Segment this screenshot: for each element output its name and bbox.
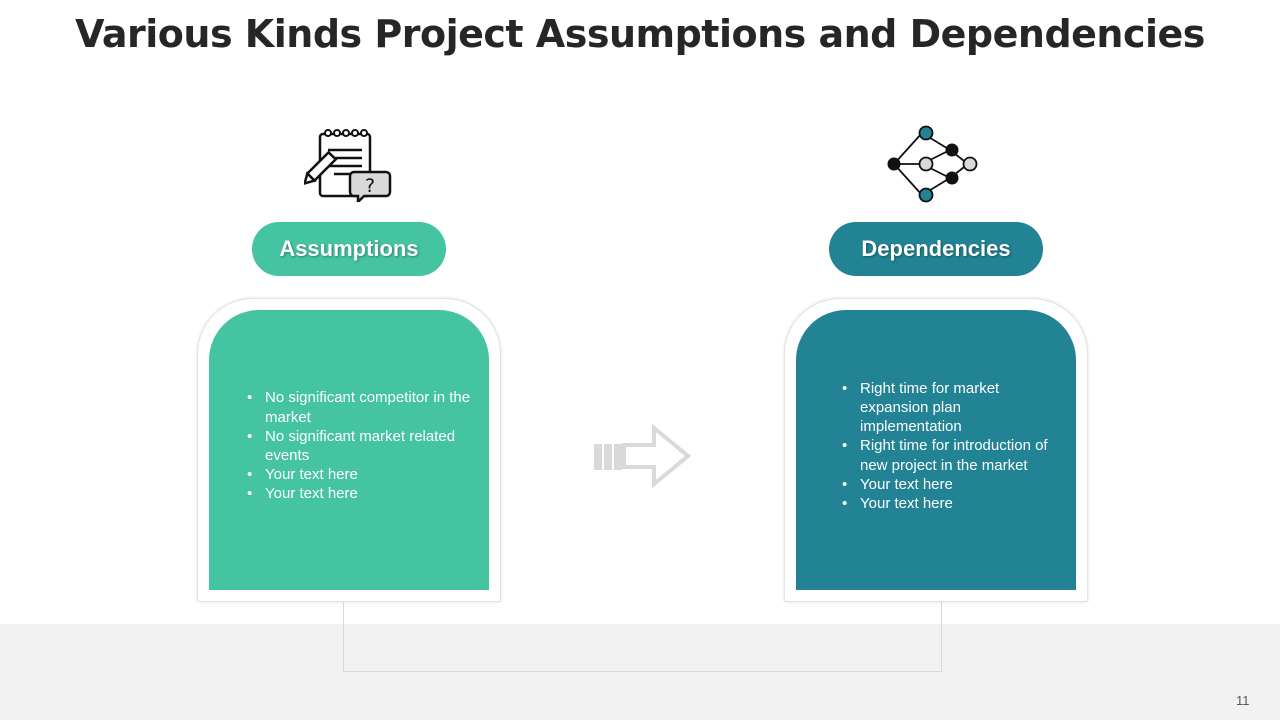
page-number: 11 <box>1236 693 1250 708</box>
assumptions-card-body: No significant competitor in the market … <box>209 310 489 590</box>
network-flow-icon <box>887 125 978 203</box>
bottom-band <box>0 624 1280 720</box>
dependencies-list: Right time for market expansion plan imp… <box>840 379 1055 514</box>
list-item: Right time for market expansion plan imp… <box>840 379 1055 437</box>
list-item: Your text here <box>245 465 475 484</box>
assumptions-card: No significant competitor in the market … <box>197 298 501 602</box>
right-arrow-icon <box>594 424 692 488</box>
dependencies-card-body: Right time for market expansion plan imp… <box>796 310 1076 590</box>
svg-text:?: ? <box>365 175 375 197</box>
list-item: No significant market related events <box>245 427 475 465</box>
slide-title: Various Kinds Project Assumptions and De… <box>75 12 1205 56</box>
list-item: Your text here <box>245 484 475 503</box>
list-item: No significant competitor in the market <box>245 388 475 426</box>
connector-line <box>343 600 942 672</box>
notepad-question-icon: ? <box>304 129 392 202</box>
list-item: Your text here <box>840 475 1055 494</box>
list-item: Right time for introduction of new proje… <box>840 436 1055 474</box>
dependencies-pill: Dependencies <box>829 222 1043 276</box>
assumptions-pill: Assumptions <box>252 222 446 276</box>
dependencies-card: Right time for market expansion plan imp… <box>784 298 1088 602</box>
assumptions-list: No significant competitor in the market … <box>245 388 475 503</box>
list-item: Your text here <box>840 494 1055 513</box>
